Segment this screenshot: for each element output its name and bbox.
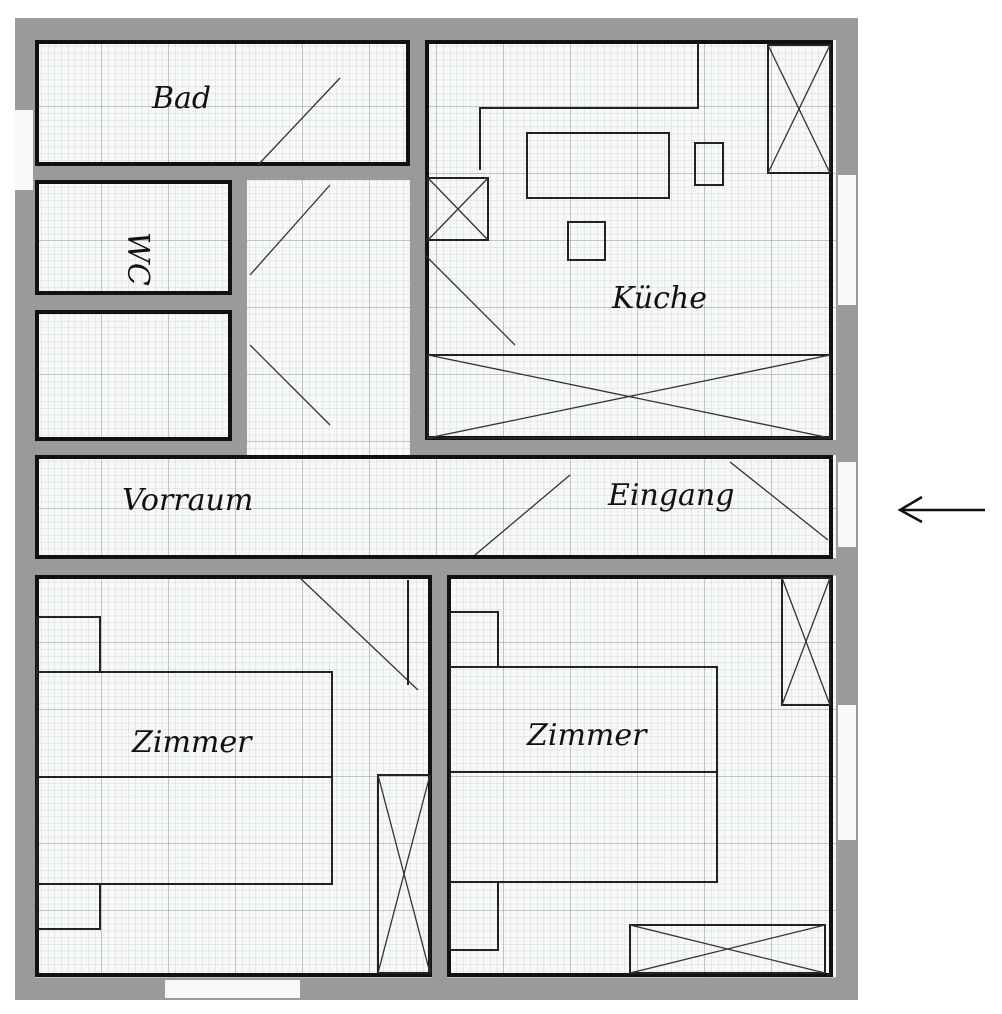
label-zimmer-left: Zimmer: [131, 725, 253, 760]
label-eingang: Eingang: [607, 478, 734, 513]
entrance-arrow-icon: [897, 495, 985, 524]
label-vorraum: Vorraum: [122, 483, 253, 518]
label-kueche: Küche: [611, 281, 707, 316]
doors: [249, 77, 829, 691]
room-labels: Bad WC Küche Vorraum Eingang Zimmer Zimm…: [120, 81, 734, 760]
walls: [15, 18, 858, 1000]
label-bad: Bad: [151, 81, 211, 116]
furniture: [36, 42, 831, 974]
label-wc: WC: [120, 232, 155, 286]
label-zimmer-right: Zimmer: [526, 718, 648, 753]
